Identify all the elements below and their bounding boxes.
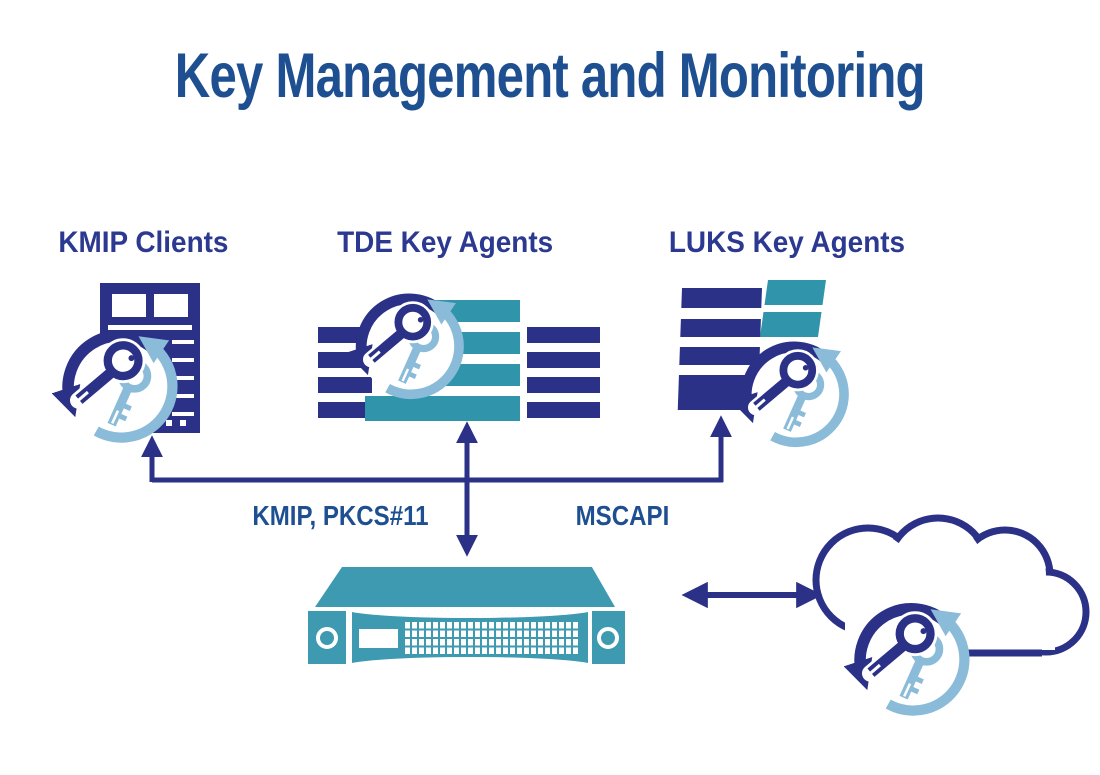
key-manager-appliance-icon xyxy=(315,567,615,607)
label-tde-key-agents: TDE Key Agents xyxy=(336,226,553,259)
tower-vent xyxy=(172,340,194,344)
appliance-vent-grid xyxy=(403,621,580,656)
key-rotation-icon xyxy=(733,333,853,453)
appliance-display xyxy=(359,629,398,648)
appliance-left-cap xyxy=(308,611,346,664)
appliance-screw xyxy=(597,627,619,649)
tower-vent xyxy=(172,394,194,398)
protocol-label-right: MSCAPI xyxy=(575,500,669,531)
key-rotation-icon xyxy=(54,321,182,449)
tower-vent xyxy=(172,358,194,362)
page-title-text: Key Management and Monitoring xyxy=(174,41,926,111)
tower-vent xyxy=(172,412,194,416)
tower-led xyxy=(166,420,172,426)
appliance-screw xyxy=(316,627,338,649)
label-kmip-clients: KMIP Clients xyxy=(57,226,229,259)
appliance-notch xyxy=(352,611,588,618)
label-luks-key-agents: LUKS Key Agents xyxy=(668,226,906,259)
tower-vent xyxy=(172,376,194,380)
appliance-notch xyxy=(352,657,588,664)
protocol-label-left: KMIP, PKCS#11 xyxy=(252,500,429,531)
tower-led xyxy=(180,420,186,426)
key-rotation-icon xyxy=(846,594,974,722)
tower-window xyxy=(154,294,188,317)
tower-divider xyxy=(108,325,192,330)
tower-window xyxy=(112,294,146,317)
key-rotation-icon xyxy=(348,285,468,405)
appliance-front-panel xyxy=(352,611,588,664)
page-title: Key Management and Monitoring xyxy=(0,40,1100,112)
appliance-right-cap xyxy=(592,611,625,664)
